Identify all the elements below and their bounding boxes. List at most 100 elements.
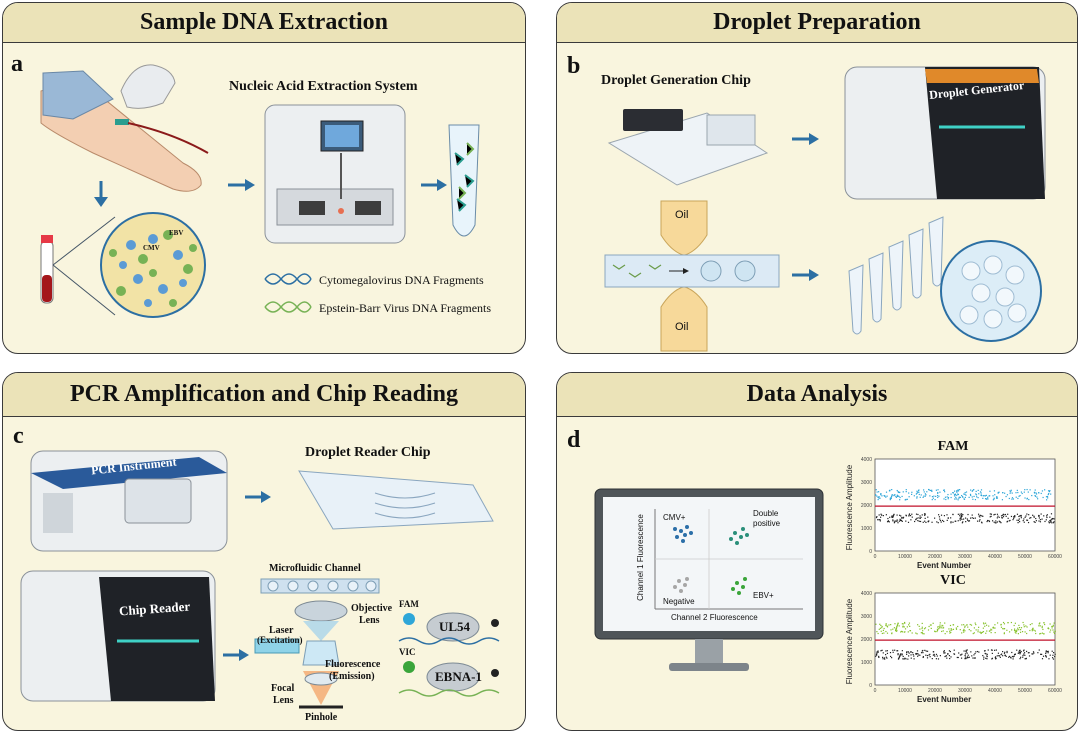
ebna-label: EBNA-1 [435, 669, 482, 684]
vic-point-0-227 [1003, 623, 1006, 625]
fam-point-1-202 [1051, 517, 1053, 520]
vic-point-1-202 [917, 652, 919, 655]
fam-point-1-224 [924, 520, 926, 522]
fam-point-0-11 [1044, 489, 1046, 491]
vic-point-0-257 [897, 622, 899, 624]
fam-point-0-88 [973, 489, 975, 491]
fam-y-tick-2: 2000 [861, 503, 872, 509]
fam-point-1-104 [918, 517, 920, 519]
fam-point-1-208 [988, 520, 990, 522]
fam-point-0-6 [993, 498, 995, 500]
fam-probe-label: FAM [399, 599, 419, 609]
fam-point-1-90 [962, 518, 965, 520]
vic-point-0-230 [1054, 630, 1056, 632]
vic-point-1-230 [1052, 654, 1054, 656]
fam-point-0-36 [923, 491, 925, 493]
fam-point-1-59 [1023, 521, 1025, 523]
vic-point-1-114 [876, 653, 878, 655]
fam-point-0-258 [976, 496, 978, 498]
vic-point-1-210 [983, 650, 986, 652]
vic-point-1-228 [934, 655, 936, 657]
vic-point-0-57 [875, 623, 877, 625]
fam-point-1-203 [878, 514, 880, 516]
fam-point-0-108 [1024, 497, 1026, 499]
vic-point-1-221 [1008, 656, 1010, 658]
vic-point-1-63 [964, 653, 967, 655]
vic-point-0-237 [1003, 628, 1006, 630]
vic-point-0-152 [990, 632, 992, 634]
fam-point-0-193 [1015, 496, 1017, 498]
fam-point-1-23 [909, 514, 912, 517]
vic-point-0-119 [942, 630, 944, 632]
fam-point-1-131 [891, 516, 893, 518]
fam-point-1-45 [911, 516, 913, 518]
vic-point-1-13 [957, 656, 959, 659]
vic-point-0-94 [934, 631, 936, 633]
vic-point-0-225 [1026, 632, 1028, 635]
vic-point-0-214 [911, 632, 913, 634]
vic-point-1-171 [906, 653, 908, 655]
fam-point-0-204 [1005, 495, 1007, 498]
fam-point-1-219 [1035, 520, 1037, 522]
vic-point-1-86 [884, 658, 886, 660]
vic-point-0-208 [917, 624, 919, 626]
vic-point-1-61 [902, 655, 904, 658]
fam-point-1-73 [979, 519, 981, 521]
fam-point-1-211 [1014, 515, 1016, 517]
vic-point-0-10 [1018, 624, 1020, 626]
fam-point-0-30 [1046, 495, 1049, 498]
vic-point-0-125 [982, 627, 984, 629]
vic-point-1-0 [931, 658, 933, 660]
vic-point-0-56 [1049, 623, 1051, 625]
vic-point-0-133 [1053, 631, 1055, 633]
vic-point-0-43 [885, 623, 887, 625]
vic-point-0-186 [1038, 623, 1040, 625]
fam-point-1-257 [959, 515, 961, 517]
vic-point-0-36 [1051, 627, 1053, 629]
fam-point-0-245 [979, 491, 982, 493]
vic-point-0-218 [961, 624, 963, 626]
vic-point-0-168 [1041, 632, 1044, 634]
fam-point-0-248 [996, 496, 998, 498]
vic-point-0-147 [969, 623, 971, 626]
fam-plot-frame [874, 458, 1056, 552]
vic-point-0-195 [1014, 631, 1016, 633]
vic-point-1-18 [1041, 658, 1044, 660]
fam-point-1-140 [1032, 514, 1034, 516]
vic-point-1-183 [946, 657, 948, 659]
vic-point-1-3 [1024, 654, 1026, 656]
fam-point-0-133 [932, 497, 934, 499]
vic-point-1-191 [1032, 653, 1034, 655]
vic-point-1-154 [1045, 651, 1047, 653]
vic-point-1-48 [892, 649, 894, 651]
vic-point-1-22 [908, 652, 910, 654]
vic-point-0-42 [1003, 632, 1005, 634]
scatter-double-pos-1: Double [753, 509, 779, 518]
vic-point-1-68 [1020, 650, 1022, 653]
fam-point-0-149 [954, 498, 956, 500]
vic-x-tick-2: 20000 [928, 688, 942, 694]
fam-point-1-16 [1026, 513, 1028, 515]
vic-point-1-49 [1031, 653, 1033, 655]
fam-point-1-210 [1006, 521, 1008, 523]
vic-point-0-251 [944, 622, 946, 624]
fam-point-1-137 [1046, 514, 1048, 516]
vic-point-0-135 [1031, 630, 1033, 632]
fam-point-0-84 [957, 489, 959, 491]
fam-point-1-152 [916, 517, 918, 519]
vic-point-0-166 [988, 630, 991, 632]
fam-point-1-5 [943, 520, 945, 523]
fam-point-0-104 [908, 492, 910, 494]
vic-point-1-135 [925, 650, 927, 652]
fam-point-0-191 [939, 491, 941, 493]
vic-point-0-82 [1052, 629, 1054, 631]
fam-point-0-177 [997, 491, 999, 494]
vic-point-1-35 [994, 656, 997, 658]
vic-point-1-56 [878, 656, 880, 659]
fam-point-0-173 [985, 498, 987, 500]
fam-point-0-205 [880, 494, 882, 496]
vic-probe-label: VIC [399, 647, 416, 657]
vic-point-0-32 [902, 623, 904, 625]
vic-point-0-40 [984, 625, 986, 627]
laser-label-2: (Excitation) [257, 635, 303, 645]
